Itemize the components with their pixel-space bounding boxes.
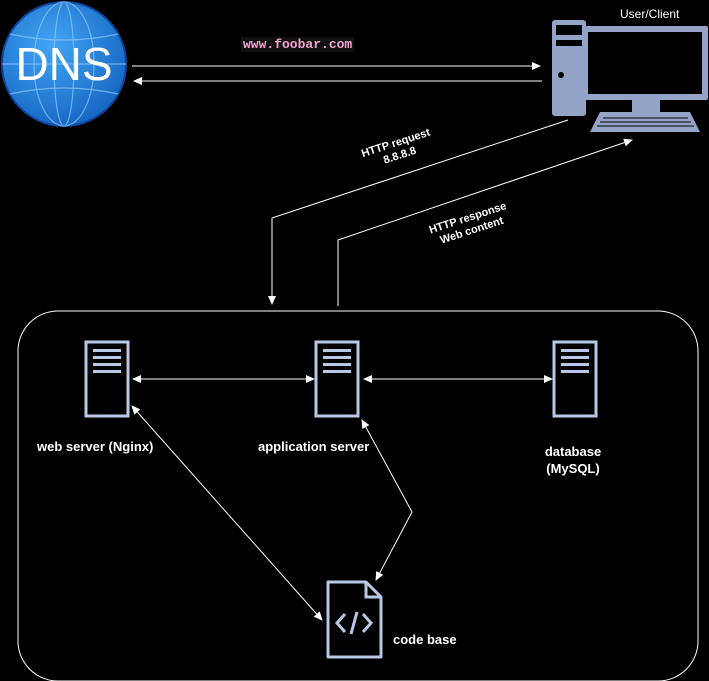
- web-server-icon: [84, 340, 130, 418]
- web-codebase-link-arrow: [131, 405, 323, 621]
- dns-globe-icon: DNS: [1, 1, 127, 127]
- application-server-label: application server: [258, 439, 370, 454]
- http-response-arrow: [337, 138, 633, 306]
- database-label-line1: database: [544, 444, 602, 459]
- web-server-label: web server (Nginx): [37, 439, 154, 454]
- code-file-icon: [326, 580, 383, 659]
- dns-label: DNS: [15, 38, 112, 90]
- database-label: database (MySQL): [530, 443, 616, 477]
- http-request-arrow: [268, 119, 569, 305]
- request-url-label: www.foobar.com: [241, 37, 355, 52]
- database-server-icon: [552, 340, 598, 418]
- code-base-label: code base: [393, 632, 457, 647]
- computer-icon: [552, 20, 708, 132]
- user-client-label: User/Client: [620, 7, 680, 21]
- application-server-icon: [314, 340, 360, 418]
- app-codebase-link-arrow: [361, 419, 413, 581]
- database-label-line2: (MySQL): [546, 461, 600, 476]
